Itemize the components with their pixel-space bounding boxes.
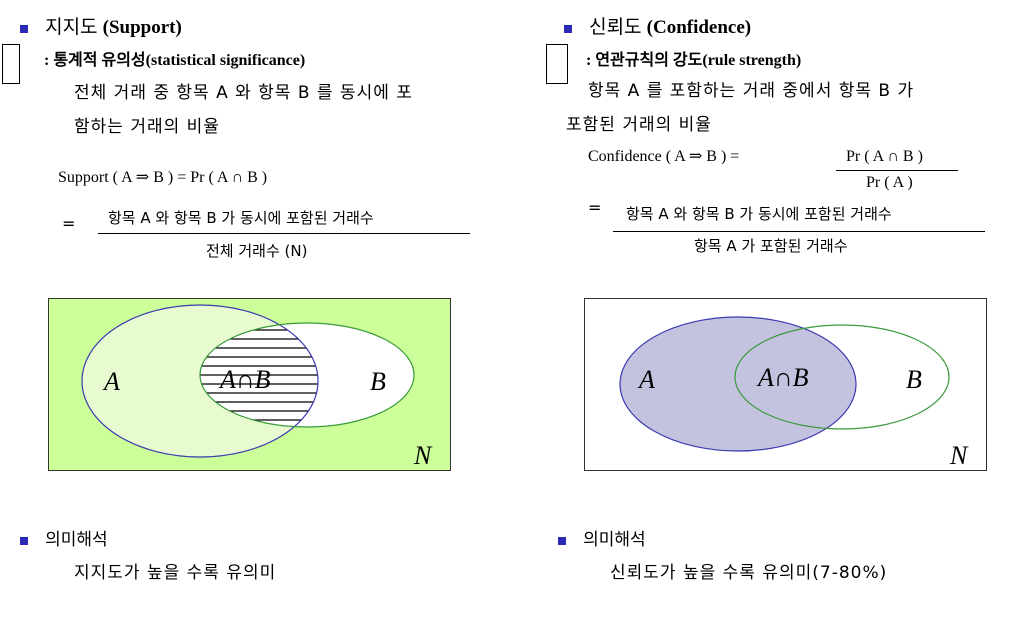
support-label-a: A bbox=[102, 367, 120, 396]
placeholder-box bbox=[546, 44, 568, 84]
confidence-numerator: 항목 A 와 항목 B 가 동시에 포함된 거래수 bbox=[626, 205, 892, 223]
support-fraction-bar bbox=[98, 233, 470, 234]
support-venn-diagram: A A∩B B N bbox=[48, 298, 451, 471]
confidence-eq-sign: = bbox=[588, 198, 602, 217]
support-meaning-text: 지지도가 높을 수록 유의미 bbox=[74, 563, 277, 583]
support-heading: 지지도 (Support) bbox=[20, 12, 182, 39]
confidence-fraction-bar bbox=[613, 231, 985, 232]
confidence-circle-b bbox=[734, 324, 950, 430]
confidence-formula-den: Pr ( A ) bbox=[866, 174, 913, 191]
placeholder-box bbox=[2, 44, 20, 84]
support-eq-sign: = bbox=[62, 214, 76, 233]
confidence-label-n: N bbox=[949, 441, 969, 470]
support-desc-line2: 함하는 거래의 비율 bbox=[74, 117, 220, 137]
support-label-ab: A∩B bbox=[218, 365, 271, 394]
confidence-formula-bar bbox=[836, 170, 958, 171]
confidence-formula-num: Pr ( A ∩ B ) bbox=[846, 148, 923, 165]
confidence-desc-line1: 항목 A 를 포함하는 거래 중에서 항목 B 가 bbox=[588, 81, 915, 101]
confidence-heading-en: (Confidence) bbox=[646, 17, 752, 38]
confidence-denominator: 항목 A 가 포함된 거래수 bbox=[694, 237, 848, 255]
bullet-icon bbox=[564, 24, 572, 33]
confidence-label-b: B bbox=[906, 365, 922, 394]
confidence-label-ab: A∩B bbox=[756, 363, 809, 392]
confidence-label-a: A bbox=[637, 365, 655, 394]
confidence-heading-ko: 신뢰도 bbox=[589, 16, 642, 38]
confidence-subheading: : 연관규칙의 강도(rule strength) bbox=[586, 52, 802, 69]
support-label-b: B bbox=[370, 367, 386, 396]
bullet-icon bbox=[558, 536, 566, 545]
confidence-circle-a bbox=[619, 316, 857, 452]
confidence-desc-line2: 포함된 거래의 비율 bbox=[566, 115, 712, 135]
support-numerator: 항목 A 와 항목 B 가 동시에 포함된 거래수 bbox=[108, 209, 374, 227]
support-label-n: N bbox=[413, 441, 433, 470]
support-meaning-title: 의미해석 bbox=[20, 525, 108, 550]
bullet-icon bbox=[20, 24, 28, 33]
support-denominator: 전체 거래수 (N) bbox=[206, 242, 308, 260]
confidence-formula: Confidence ( A ⇒ B ) = bbox=[588, 148, 740, 165]
support-heading-ko: 지지도 bbox=[45, 16, 98, 38]
confidence-meaning-title: 의미해석 bbox=[558, 525, 646, 550]
bullet-icon bbox=[20, 536, 28, 545]
confidence-heading: 신뢰도 (Confidence) bbox=[564, 12, 751, 39]
confidence-meaning-text: 신뢰도가 높을 수록 유의미(7-80%) bbox=[610, 563, 888, 583]
support-formula: Support ( A ⇒ B ) = Pr ( A ∩ B ) bbox=[58, 169, 268, 186]
support-heading-en: (Support) bbox=[102, 17, 182, 38]
support-subheading: : 통계적 유의성(statistical significance) bbox=[44, 52, 306, 69]
support-desc-line1: 전체 거래 중 항목 A 와 항목 B 를 동시에 포 bbox=[74, 83, 413, 103]
confidence-venn-diagram: A A∩B B N bbox=[584, 298, 987, 471]
